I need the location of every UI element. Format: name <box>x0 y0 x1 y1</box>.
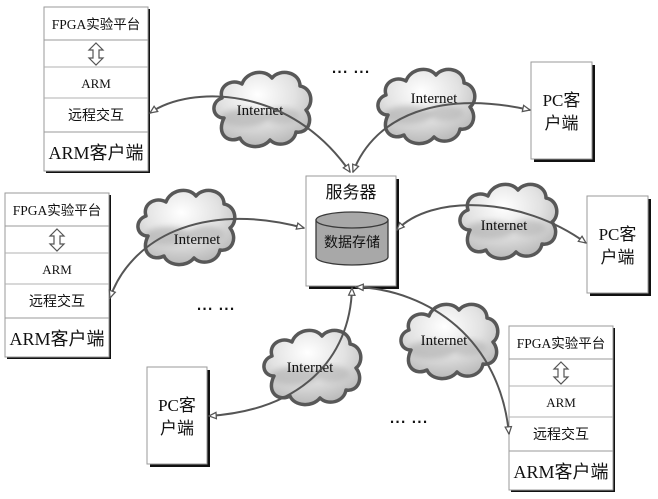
internet-cloud-6: Internet <box>401 304 498 378</box>
pc-client-cell <box>147 367 207 464</box>
server-box: 服务器 数据存储 <box>306 176 399 289</box>
remote-interaction-label: 远程交互 <box>68 107 124 124</box>
fpga-platform-label: FPGA实验平台 <box>13 203 102 218</box>
pc-client-label-line1: PC客 <box>158 396 196 415</box>
arm-client-box-bottom-right: FPGA实验平台 ARM 远程交互 ARM客户端 <box>509 326 615 492</box>
more-clients-ellipsis-middle: ··· ··· <box>197 302 236 316</box>
more-clients-ellipsis-top: ··· ··· <box>332 65 371 79</box>
remote-interaction-label: 远程交互 <box>29 293 85 310</box>
arm-client-box-middle-left: FPGA实验平台 ARM 远程交互 ARM客户端 <box>5 193 111 359</box>
pc-client-box-bottom: PC客 户端 <box>147 367 210 467</box>
arm-label: ARM <box>546 395 576 410</box>
fpga-platform-label: FPGA实验平台 <box>52 17 141 32</box>
data-storage-label: 数据存储 <box>324 235 380 251</box>
cylinder-top <box>316 212 388 228</box>
pc-client-box-top-right: PC客 户端 <box>531 62 595 162</box>
arm-label: ARM <box>42 262 72 277</box>
cloud-label: Internet <box>421 333 468 349</box>
more-clients-ellipsis-bottom: ··· ··· <box>390 415 429 429</box>
cloud-label: Internet <box>174 232 221 248</box>
pc-client-label-line2: 户端 <box>545 114 579 133</box>
internet-cloud-2: Internet <box>378 69 475 143</box>
internet-cloud-4: Internet <box>460 184 557 258</box>
arm-client-box-top-left: FPGA实验平台 ARM 远程交互 ARM客户端 <box>44 7 150 173</box>
arm-client-label: ARM客户端 <box>9 329 104 349</box>
pc-client-cell <box>531 62 592 159</box>
pc-client-label-line1: PC客 <box>543 91 581 110</box>
pc-client-box-middle-right: PC客 户端 <box>587 196 651 296</box>
server-title: 服务器 <box>326 183 377 202</box>
pc-client-label-line2: 户端 <box>601 248 635 267</box>
pc-client-cell <box>587 196 648 293</box>
arm-label: ARM <box>81 76 111 91</box>
cloud-label: Internet <box>481 218 528 234</box>
arm-client-label: ARM客户端 <box>513 462 608 482</box>
fpga-platform-label: FPGA实验平台 <box>517 336 606 351</box>
remote-interaction-label: 远程交互 <box>533 426 589 443</box>
arm-client-label: ARM客户端 <box>48 143 143 163</box>
pc-client-label-line1: PC客 <box>599 225 637 244</box>
internet-cloud-5: Internet <box>264 330 361 404</box>
internet-cloud-1: Internet <box>214 72 311 146</box>
pc-client-label-line2: 户端 <box>160 419 194 438</box>
